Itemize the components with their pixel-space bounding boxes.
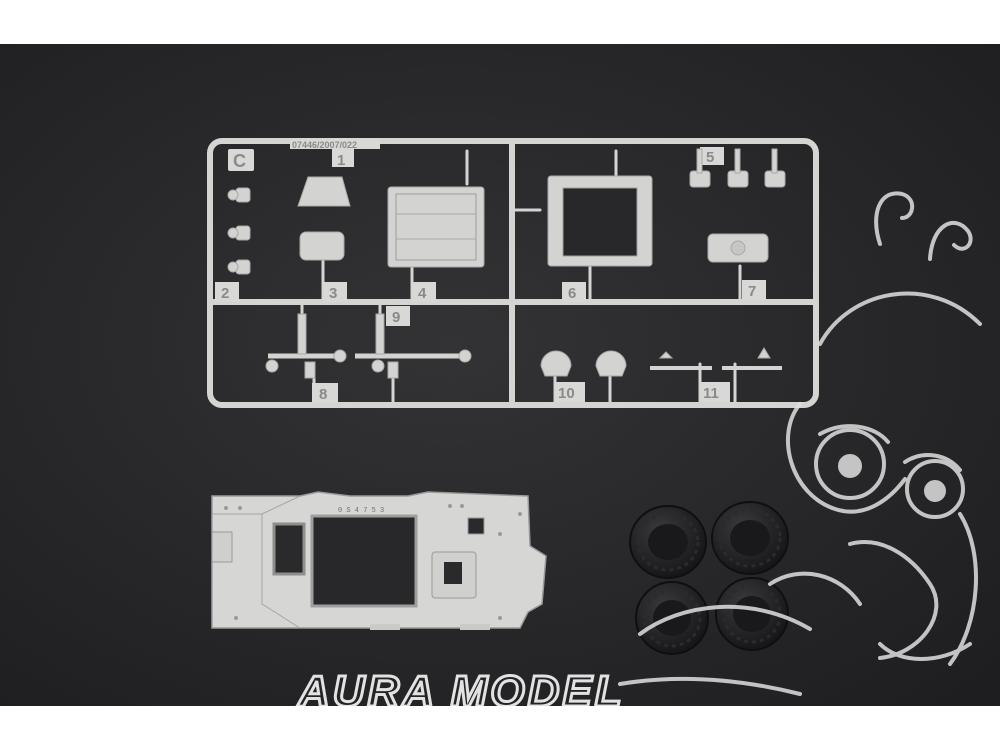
part-number-11: 11 — [703, 385, 719, 402]
part-10-dome — [595, 350, 627, 377]
hull-panel: 0 S 4 7 5 3 — [211, 491, 547, 630]
part-number-3: 3 — [329, 285, 337, 302]
hull-left-window — [272, 522, 306, 576]
sprue-code: 07446/2007/022 — [292, 140, 357, 150]
part-number-5: 5 — [706, 149, 714, 166]
part-number-10: 10 — [558, 385, 575, 402]
part-number-6: 6 — [568, 285, 576, 302]
part-number-9: 9 — [392, 309, 400, 326]
part-number-4: 4 — [418, 285, 427, 302]
part-number-8: 8 — [319, 386, 327, 403]
watermark-text: AURA MODEL — [297, 667, 625, 706]
tire-set — [629, 501, 789, 655]
part-4-panel — [387, 186, 485, 268]
tire — [715, 577, 789, 651]
model-kit-photo: C 07446/2007/022 1 2 3 4 5 6 7 8 9 10 11 — [0, 44, 1000, 706]
part-3-block — [299, 231, 345, 261]
tire — [629, 505, 707, 579]
sprue-letter: C — [233, 151, 246, 171]
part-number-2: 2 — [221, 285, 229, 302]
part-1-plate — [297, 176, 351, 207]
sprue-parts — [227, 148, 786, 379]
part-10-dome — [540, 350, 572, 377]
part-number-7: 7 — [748, 283, 756, 300]
hull-main-opening — [310, 514, 418, 608]
part-number-1: 1 — [337, 152, 345, 169]
hull-small-window — [467, 517, 485, 535]
sprue-number-tabs — [215, 139, 766, 403]
hull-panel-text: 0 S 4 7 5 3 — [338, 507, 384, 515]
mascot-watermark-icon — [618, 191, 982, 696]
tire — [711, 501, 789, 575]
